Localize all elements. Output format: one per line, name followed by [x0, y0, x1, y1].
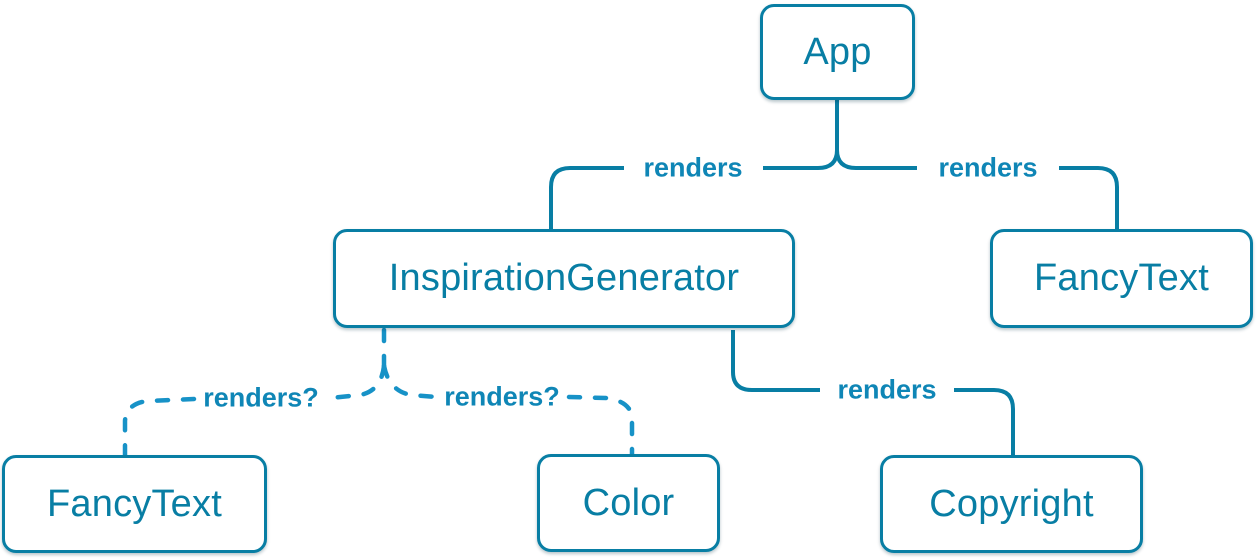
edge-label-renders-question-right: renders?	[444, 381, 560, 412]
node-fancy-text-top: FancyText	[990, 229, 1253, 328]
edge-label-renders-copyright: renders	[837, 374, 937, 405]
node-inspiration-generator-label: InspirationGenerator	[388, 257, 740, 299]
edge-app-fancytext-line	[835, 100, 1119, 229]
node-fancy-text-bottom-label: FancyText	[47, 482, 222, 525]
node-fancy-text-top-label: FancyText	[1034, 257, 1209, 299]
node-color: Color	[537, 454, 720, 552]
edge-inspirationgenerator-color-dashed	[381, 363, 635, 457]
node-copyright: Copyright	[880, 455, 1143, 553]
edge-label-renders-question-left: renders?	[203, 382, 319, 413]
node-inspiration-generator: InspirationGenerator	[333, 229, 795, 328]
node-color-label: Color	[582, 481, 675, 524]
node-app-label: App	[803, 30, 872, 73]
edge-inspirationgenerator-copyright-line	[731, 330, 1015, 455]
node-copyright-label: Copyright	[929, 482, 1094, 525]
node-fancy-text-bottom: FancyText	[2, 455, 267, 553]
node-app: App	[760, 4, 915, 100]
edge-label-app-renders-left: renders	[643, 152, 743, 183]
edge-label-app-renders-right: renders	[938, 152, 1038, 183]
